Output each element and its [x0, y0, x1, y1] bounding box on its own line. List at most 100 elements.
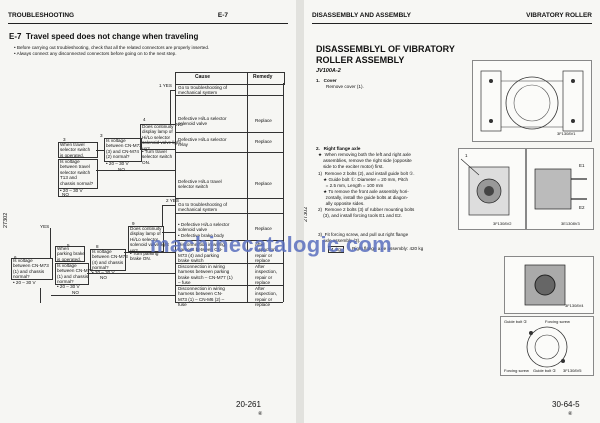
- fig-code-5: 3F1308V5: [563, 368, 582, 373]
- right-header-rule: [312, 23, 592, 24]
- q8-note: • 20 – 30 V: [92, 270, 115, 275]
- fig-code-4: 3F1308V4: [565, 303, 584, 308]
- bullet-1: • Before carrying out troubleshooting, c…: [14, 45, 210, 50]
- right-header: DISASSEMBLY AND ASSEMBLY VIBRATORY ROLLE…: [312, 12, 592, 22]
- no-3: NO: [62, 192, 69, 197]
- q3-box: [104, 138, 142, 162]
- step2-line: zontally, install the guide bolts at dia…: [318, 195, 409, 200]
- figure-flange-axle: 1 3F1308V2: [458, 148, 526, 230]
- col-remedy: Remedy: [253, 74, 273, 80]
- fig-code-1: 3F1308V1: [557, 131, 576, 136]
- forcing-tools-drawing: [534, 168, 587, 210]
- step3-line: 3) Fit forcing screw, and pull out right…: [318, 232, 409, 237]
- step1-title: 1. Cover: [316, 78, 337, 83]
- left-header-section: E-7: [217, 12, 228, 19]
- no-1: NO: [176, 122, 183, 127]
- q3-text: Is voltage between CN-M73 (3) and CN-M74…: [106, 138, 142, 160]
- pull-out-drawing: [524, 264, 566, 306]
- q4-note: • Turn travel selector switch ON.: [142, 149, 173, 165]
- right-header-section: VIBRATORY ROLLER: [526, 12, 592, 19]
- code-6: 6: [14, 255, 17, 260]
- label-forcing-bottom: Forcing screw: [504, 368, 529, 373]
- cause-top-2: Defective Hi/Lo selector solenoid valve: [178, 116, 227, 127]
- step3-line: axle assembly (3).: [318, 238, 361, 243]
- q7-text: Is voltage between CN-M77 (1) and chassi…: [57, 263, 93, 285]
- no-2: NO: [118, 167, 125, 172]
- q6-note: • 20 – 30 V: [13, 280, 36, 285]
- fig-code-3: 3E1308V3: [561, 221, 580, 226]
- q1-text: When travel selector switch is operated,: [60, 142, 91, 158]
- code-2: 3: [63, 137, 66, 142]
- remedy-top-3: Replace: [255, 139, 272, 144]
- q7-box: [55, 263, 89, 285]
- left-side-code: 27302: [3, 212, 9, 228]
- code-2yes: 2 YES: [166, 198, 179, 203]
- step2-title: 2. Right flange axle: [316, 146, 361, 151]
- right-page-sub: ⑥: [568, 411, 573, 417]
- weight-text: Right flange axle assembly: 420 kg: [352, 246, 424, 251]
- q5-text: When parking brake is operated,: [57, 246, 85, 262]
- left-page-number: 20-261: [236, 400, 261, 409]
- step2-line: ★ Guide bolt ①: Diameter = 20 mm, Pitch: [318, 177, 409, 182]
- title-line-2: ROLLER ASSEMBLY: [316, 55, 405, 65]
- q7-note: • 20 – 30 V: [57, 284, 80, 289]
- step1-text: Remove cover (1).: [326, 84, 364, 89]
- cover-drawing: [480, 70, 584, 132]
- code-8: 8: [96, 244, 99, 249]
- cause-remedy-header: [175, 72, 285, 85]
- figure-cover: 3F1308V1: [472, 60, 592, 142]
- code-3: 3: [100, 133, 103, 138]
- left-header-title: TROUBLESHOOTING: [8, 12, 75, 19]
- cause-bottom-2: • Defective Hi/Lo selector solenoid valv…: [178, 222, 230, 238]
- q2-note: • 20 – 30 V: [60, 188, 83, 193]
- cause-bottom-5: Disconnection in wiring harness between …: [178, 286, 225, 308]
- yes-main: YES: [40, 224, 50, 229]
- step2-line: (3), and install forcing tools E1 and E2…: [318, 213, 403, 218]
- label-e1: E1: [579, 163, 585, 168]
- step2-line: side to the exciter motor) first.: [318, 164, 384, 169]
- q4-text: Does continuity display lamp of Hi/Lo se…: [142, 124, 181, 151]
- step2-line: 1) Remove 2 bolts (2), and install guide…: [318, 171, 415, 176]
- page-gutter: [296, 0, 304, 423]
- section-title: E-7 Travel speed does not change when tr…: [9, 32, 199, 41]
- right-page-number: 30-64-5: [552, 400, 580, 409]
- q2-box: [58, 159, 98, 189]
- remedy-bottom-2: Replace: [255, 226, 272, 231]
- cause-bottom-4: Disconnection in wiring harness between …: [178, 264, 233, 286]
- q9-note: • Turn parking brake ON.: [130, 251, 159, 262]
- q6-text: Is voltage between CN-M73 (1) and chassi…: [13, 258, 49, 280]
- code-4: 4: [143, 117, 146, 122]
- label-e2: E2: [579, 205, 585, 210]
- q8-box: [90, 249, 126, 271]
- label-forcing-top: Forcing screw: [545, 319, 570, 324]
- guide-bolt-drawing: [526, 326, 568, 368]
- cause-bottom-3: Disconnection in wiring harness between …: [178, 242, 225, 264]
- watermark: machinecatalogic.com: [150, 232, 392, 257]
- fig2-callout: 1: [465, 153, 468, 158]
- code-9: 9: [132, 221, 135, 226]
- remedy-bottom-5: After inspection, repair or replace: [255, 286, 277, 308]
- col-cause: Cause: [195, 74, 211, 80]
- cause-top-4: Defective Hi/Lo travel selector switch: [178, 179, 222, 190]
- right-header-title: DISASSEMBLY AND ASSEMBLY: [312, 12, 411, 19]
- weight-tag: 4 kg: [328, 246, 344, 254]
- q5-box: [55, 246, 85, 262]
- remedy-top-4: Replace: [255, 181, 272, 186]
- model: JV100A-2: [316, 68, 341, 74]
- right-side-code: 27302: [304, 206, 309, 222]
- left-page-sub: ⑥: [258, 411, 263, 417]
- cause-top-1: Go to troubleshooting of mechanical syst…: [178, 85, 228, 96]
- title-line-1: DISASSEMBLYL OF VIBRATORY: [316, 44, 455, 54]
- flange-drawing: [460, 158, 510, 216]
- step2-line: ★ To remove the front axle assembly hori…: [318, 189, 409, 194]
- q8-text: Is voltage between CN-M73 (4) and chassi…: [92, 249, 128, 271]
- q4-box: [140, 124, 176, 150]
- step2-line: = 2.5 mm, Length = 100 mm: [318, 183, 384, 188]
- remedy-bottom-4: After inspection, repair or replace: [255, 264, 277, 286]
- q6-box: [11, 258, 53, 280]
- left-header-rule: [8, 23, 288, 24]
- step2-line: assemblies, remove the right side (oppos…: [318, 158, 412, 163]
- remedy-bottom-3: After inspection, repair or replace: [255, 242, 277, 264]
- cause-top-3: Defective Hi/Lo selector relay: [178, 137, 227, 148]
- q3-note: • 20 – 30 V: [106, 161, 129, 166]
